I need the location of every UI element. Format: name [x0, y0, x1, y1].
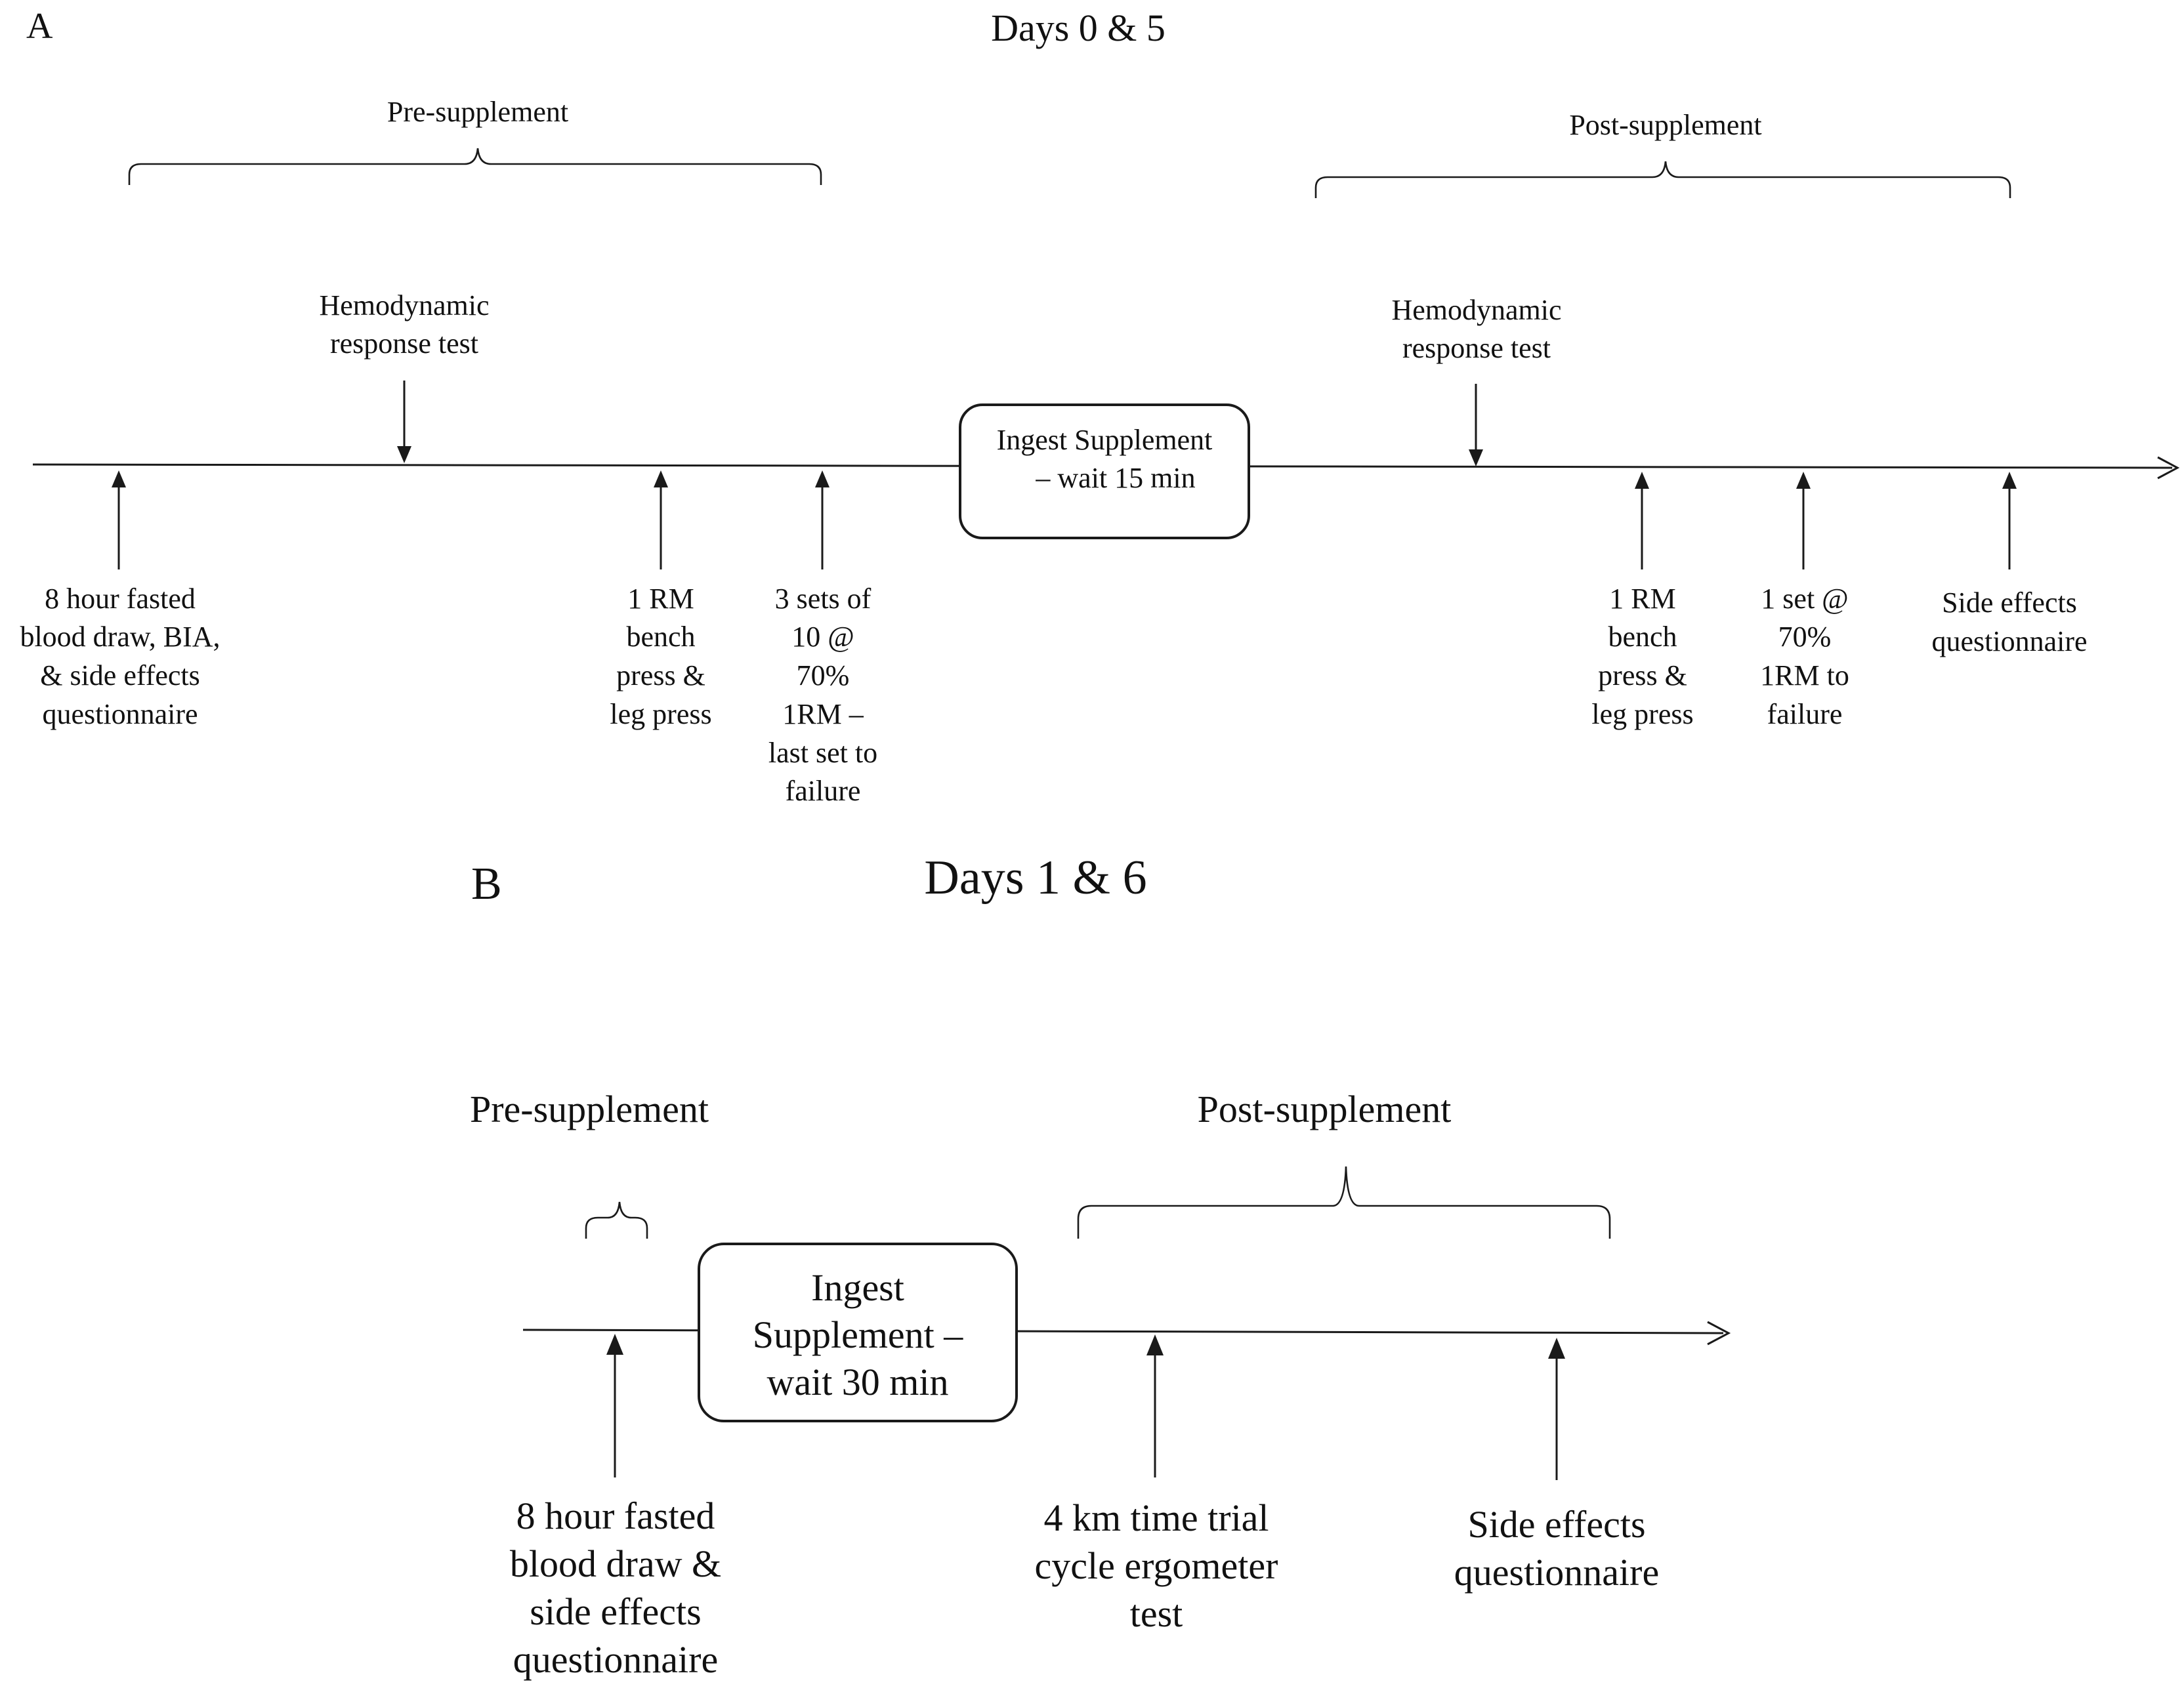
panel-b-ingest-box-line-2: Supplement – [753, 1313, 964, 1356]
panel-a-sets-line-5: last set to [768, 737, 877, 769]
panel-b-fasted-line-4: questionnaire [513, 1638, 718, 1681]
panel-a-sets-line-3: 70% [797, 659, 850, 691]
panel-a-fasted-line-4: questionnaire [42, 698, 198, 730]
panel-b-trial-arrowhead [1146, 1334, 1164, 1355]
panel-a-rm-pre-line-3: press & [616, 659, 705, 691]
panel-b-side-effects-line-1: Side effects [1467, 1503, 1645, 1546]
panel-b-fasted-line-1: 8 hour fasted [516, 1495, 715, 1537]
panel-a-hemodynamic-pre-line-2: response test [330, 327, 478, 360]
panel-b-post-brace [1077, 1166, 1611, 1239]
panel-a-hemodynamic-post-arrowhead [1469, 449, 1483, 466]
panel-b-letter: B [471, 859, 502, 909]
panel-a-rm-post-label: 1 RM bench press & leg press [1591, 583, 1693, 730]
panel-a-letter: A [26, 6, 53, 47]
panel-a-ingest-box [959, 403, 1250, 539]
panel-a-one-set-line-4: failure [1767, 698, 1843, 730]
panel-a-hemodynamic-post-line-2: response test [1402, 332, 1551, 364]
panel-a-one-set-line-2: 70% [1778, 621, 1832, 653]
panel-b: B Days 1 & 6 Pre-supplement Post-supplem… [470, 851, 1731, 1681]
panel-a-rm-post-line-2: bench [1608, 621, 1677, 653]
panel-b-fasted-line-2: blood draw & [510, 1542, 721, 1585]
panel-a-sets-label: 3 sets of 10 @ 70% 1RM – last set to fai… [768, 583, 877, 807]
panel-a-sets-arrowhead [815, 470, 830, 487]
panel-a-rm-post-arrowhead [1635, 472, 1649, 489]
panel-a-hemodynamic-pre-line-1: Hemodynamic [319, 289, 489, 321]
panel-b-pre-brace [585, 1201, 648, 1239]
panel-b-side-effects-label: Side effects questionnaire [1454, 1503, 1659, 1594]
panel-b-side-effects-line-2: questionnaire [1454, 1551, 1659, 1594]
panel-b-fasted-line-3: side effects [530, 1590, 701, 1633]
panel-a-rm-pre-arrowhead [654, 470, 668, 487]
panel-a-fasted-arrowhead [112, 470, 126, 487]
panel-a-title: Days 0 & 5 [991, 7, 1166, 49]
panel-a-pre-supplement-label: Pre-supplement [387, 96, 568, 128]
panel-a-rm-pre-line-1: 1 RM [627, 583, 694, 615]
panel-a-hemodynamic-pre-arrowhead [397, 446, 411, 463]
panel-a-ingest-box-line-2: – wait 15 min [1035, 462, 1195, 494]
panel-b-trial-line-1: 4 km time trial [1043, 1496, 1269, 1539]
panel-b-fasted-arrowhead [606, 1334, 623, 1355]
panel-a-fasted-line-1: 8 hour fasted [45, 583, 196, 615]
panel-b-ingest-box-line-3: wait 30 min [766, 1361, 948, 1403]
panel-b-ingest-box-line-1: Ingest [811, 1266, 904, 1309]
panel-a-side-effects-line-2: questionnaire [1931, 625, 2087, 657]
panel-b-timeline-arrowhead [1707, 1321, 1731, 1346]
panel-b-title: Days 1 & 6 [924, 851, 1146, 905]
panel-b-side-effects-arrowhead [1548, 1338, 1565, 1359]
panel-a-post-brace [1314, 161, 2011, 198]
panel-b-pre-supplement-label: Pre-supplement [470, 1088, 709, 1130]
panel-a-rm-pre-line-2: bench [626, 621, 695, 653]
panel-a-rm-post-line-4: leg press [1591, 698, 1693, 730]
panel-a-hemodynamic-post-line-1: Hemodynamic [1391, 294, 1561, 326]
panel-a-sets-line-4: 1RM – [782, 698, 864, 730]
panel-a-fasted-line-3: & side effects [40, 659, 200, 691]
panel-b-trial-label: 4 km time trial cycle ergometer test [1035, 1496, 1278, 1635]
panel-a-sets-line-2: 10 @ [791, 621, 854, 653]
panel-a-post-supplement-label: Post-supplement [1569, 109, 1761, 141]
panel-b-trial-line-2: cycle ergometer [1035, 1544, 1278, 1587]
panel-a-rm-pre-label: 1 RM bench press & leg press [610, 583, 711, 730]
panel-a-rm-post-line-3: press & [1598, 659, 1687, 691]
panel-a-sets-line-1: 3 sets of [775, 583, 872, 615]
panel-a-rm-post-line-1: 1 RM [1609, 583, 1675, 615]
panel-a-one-set-line-3: 1RM to [1760, 659, 1849, 691]
panel-a-timeline-arrowhead [2157, 456, 2180, 480]
panel-a-one-set-line-1: 1 set @ [1761, 583, 1848, 615]
panel-a-fasted-label: 8 hour fasted blood draw, BIA, & side ef… [20, 583, 220, 730]
panel-b-post-supplement-label: Post-supplement [1198, 1088, 1452, 1130]
panel-b-fasted-label: 8 hour fasted blood draw & side effects … [510, 1495, 721, 1681]
panel-a-fasted-line-2: blood draw, BIA, [20, 621, 220, 653]
panel-a-one-set-label: 1 set @ 70% 1RM to failure [1760, 583, 1849, 730]
panel-a-sets-line-6: failure [786, 775, 861, 807]
panel-a-side-effects-line-1: Side effects [1942, 587, 2077, 619]
panel-a-ingest-box-line-1: Ingest Supplement [997, 424, 1213, 456]
panel-a: A Days 0 & 5 Pre-supplement Post-supplem… [20, 6, 2180, 807]
panel-a-pre-brace [128, 148, 822, 185]
panel-a-side-effects-arrowhead [2002, 472, 2017, 489]
panel-a-one-set-arrowhead [1796, 472, 1811, 489]
panel-b-trial-line-3: test [1130, 1592, 1183, 1635]
panel-b-ingest-box [698, 1243, 1018, 1422]
panel-a-side-effects-label: Side effects questionnaire [1931, 587, 2087, 657]
panel-a-rm-pre-line-4: leg press [610, 698, 711, 730]
